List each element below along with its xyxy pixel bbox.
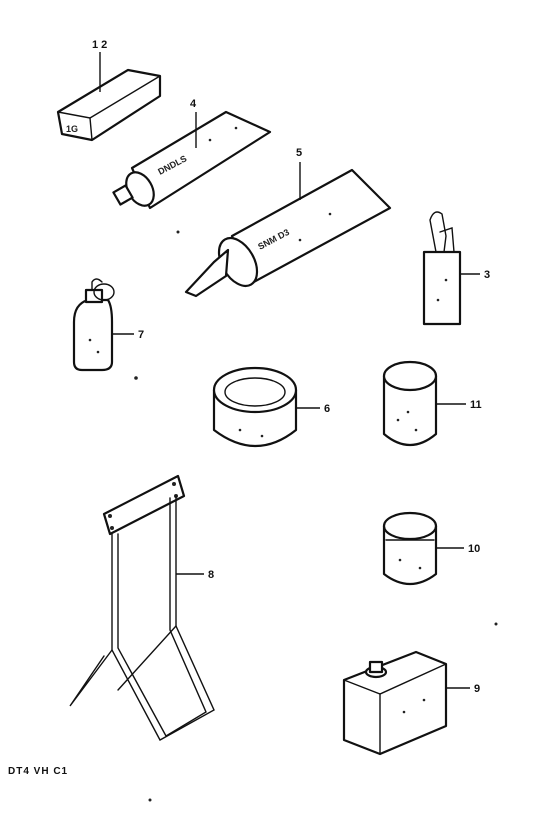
block-part: 1G — [56, 68, 162, 142]
jar-tall-part — [382, 360, 438, 447]
bottle-part — [72, 278, 115, 372]
tube-large-part: SNM D3 — [184, 168, 392, 298]
callout-10: 10 — [468, 543, 480, 555]
callout-11: 11 — [470, 399, 482, 411]
callout-7: 7 — [138, 329, 144, 341]
callout-3: 3 — [484, 269, 490, 281]
callout-6: 6 — [324, 403, 330, 415]
callout-9: 9 — [474, 683, 480, 695]
can-part — [342, 650, 448, 756]
diagram-caption: DT4 VH C1 — [8, 766, 69, 777]
block-label: 1G — [66, 124, 78, 134]
tin-part — [212, 366, 298, 448]
stand-part — [69, 474, 215, 741]
callout-8: 8 — [208, 569, 214, 581]
tag-part — [422, 211, 462, 326]
callout-1-2: 1 2 — [92, 39, 107, 51]
tube-small-part: DNDLS — [112, 110, 272, 210]
callout-5: 5 — [296, 147, 302, 159]
callout-4: 4 — [190, 98, 197, 110]
jar-short-part — [382, 511, 438, 586]
